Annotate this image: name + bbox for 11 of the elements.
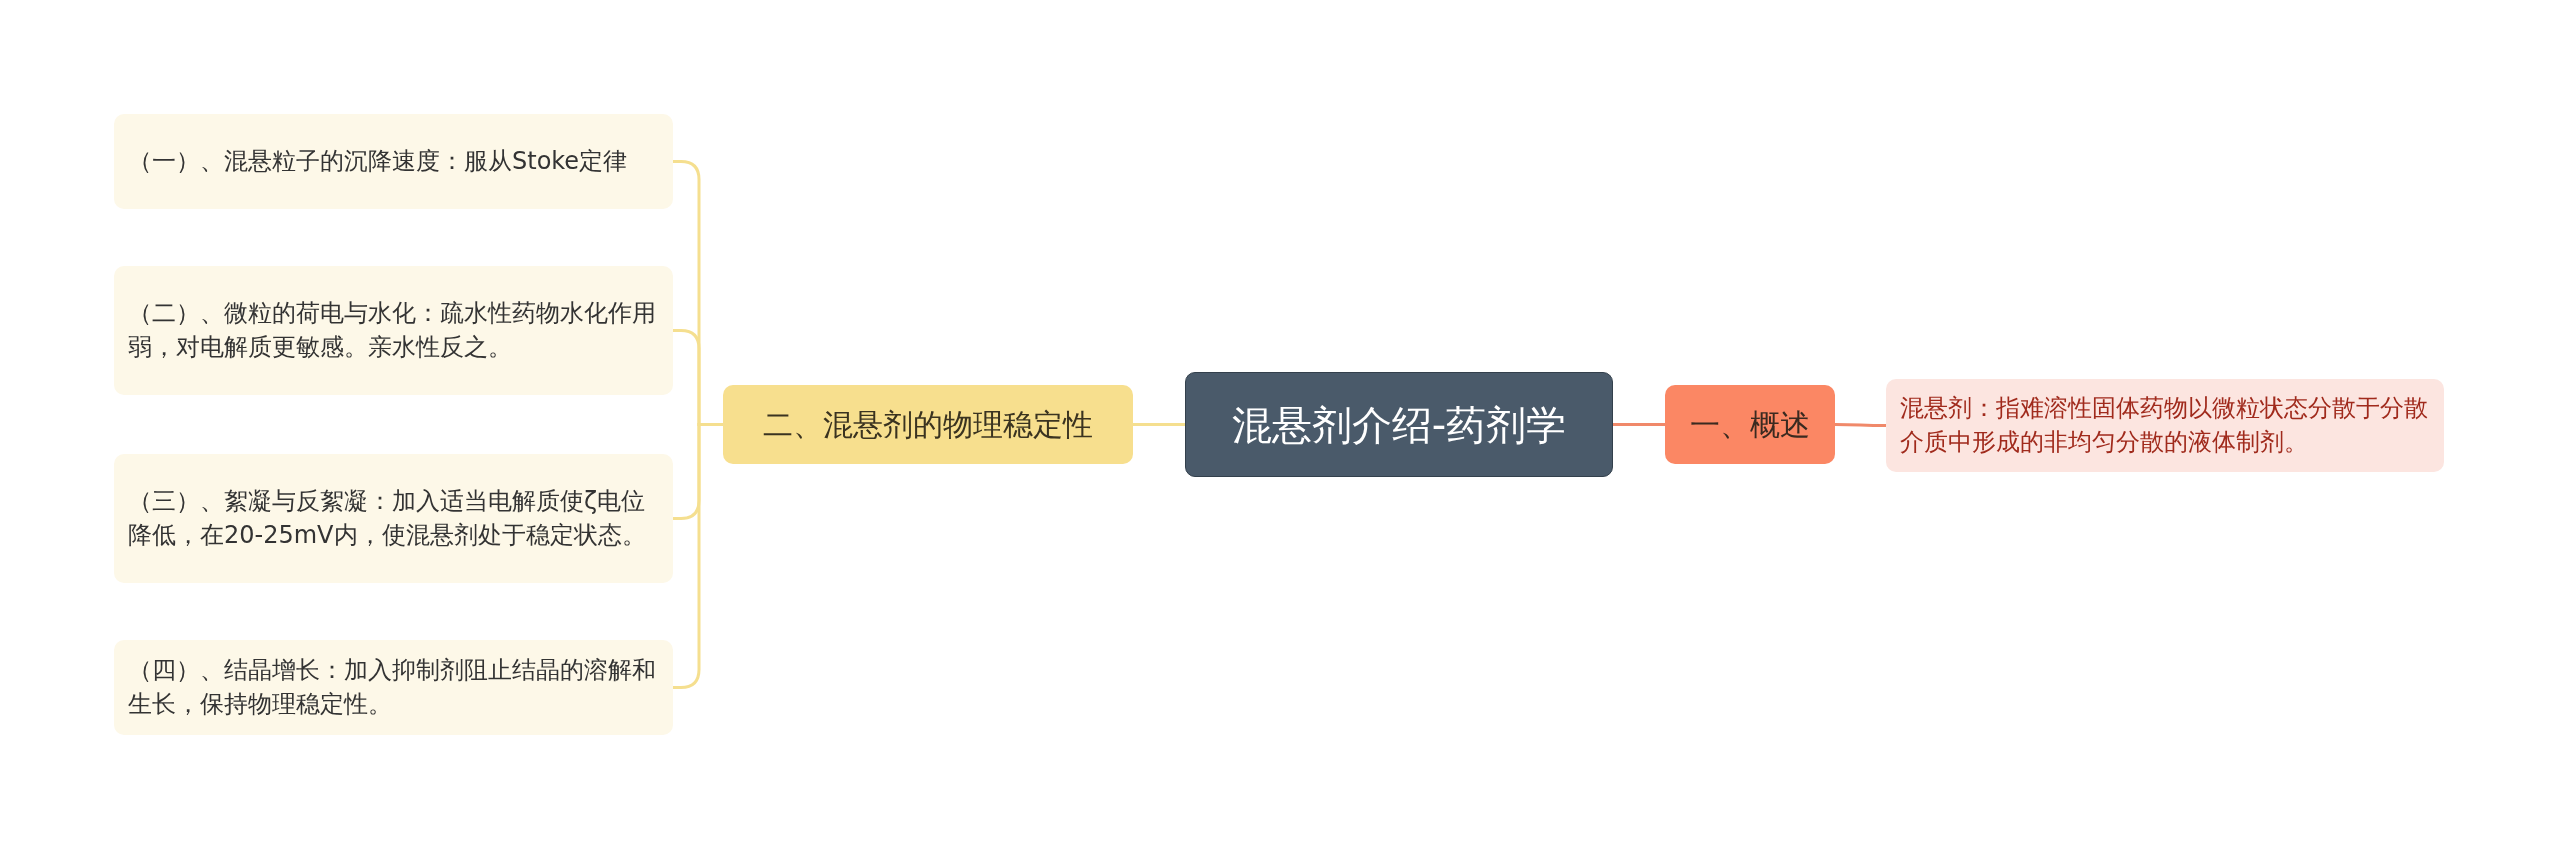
connector-line	[1133, 423, 1185, 426]
connector-line	[1613, 423, 1665, 426]
note-box: （三）、絮凝与反絮凝：加入适当电解质使ζ电位降低，在20-25mV内，使混悬剂处于稳定状态。	[114, 454, 673, 583]
note-box: （二）、微粒的荷电与水化：疏水性药物水化作用弱，对电解质更敏感。亲水性反之。	[114, 266, 673, 395]
note-box: 混悬剂：指难溶性固体药物以微粒状态分散于分散介质中形成的非均匀分散的液体制剂。	[1886, 379, 2444, 472]
note-box: （四）、结晶增长：加入抑制剂阻止结晶的溶解和生长，保持物理稳定性。	[114, 640, 673, 735]
note-box: （一）、混悬粒子的沉降速度：服从Stoke定律	[114, 114, 673, 209]
connector-line	[1835, 423, 1886, 427]
branch-box: 二、混悬剂的物理稳定性	[723, 385, 1133, 464]
branch-box: 一、概述	[1665, 385, 1835, 464]
topic-box: 混悬剂介绍-药剂学	[1185, 372, 1613, 477]
